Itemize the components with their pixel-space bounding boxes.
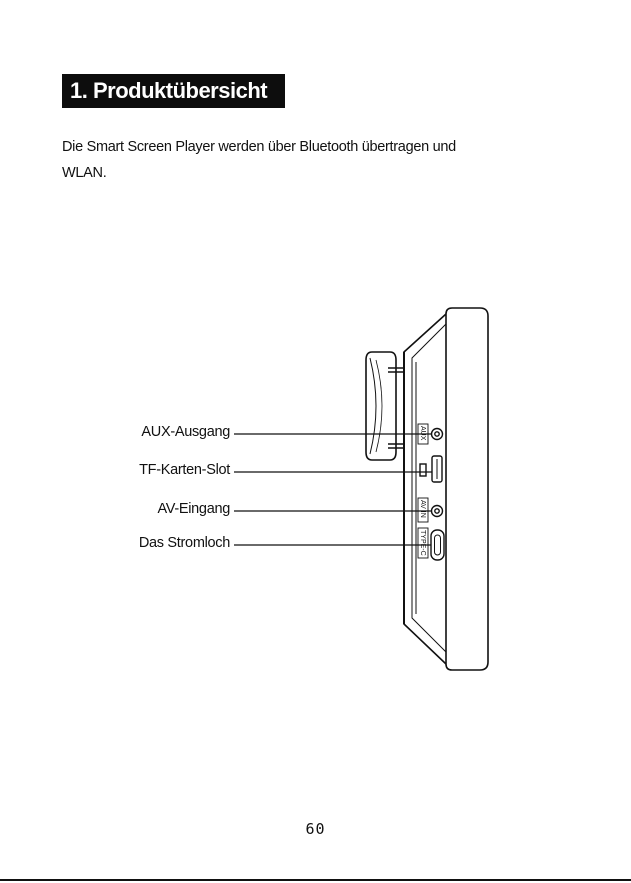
device-rear-shell: [404, 314, 446, 664]
device-screen-bezel: [446, 308, 488, 670]
callout-aux-label: AUX-Ausgang: [10, 424, 230, 440]
callout-power-label: Das Stromloch: [10, 535, 230, 551]
callout-tf-label: TF-Karten-Slot: [10, 462, 230, 478]
usb-port-tag: TYPE-C: [419, 530, 426, 556]
aux-port-icon: [432, 429, 443, 440]
av-port-tag: AV IN: [419, 500, 426, 518]
page-number: 60: [0, 820, 631, 838]
footer-rule: [0, 879, 631, 881]
callout-av-label: AV-Eingang: [10, 501, 230, 517]
aux-port-tag: AUX: [419, 426, 426, 441]
av-port-icon: [432, 506, 443, 517]
